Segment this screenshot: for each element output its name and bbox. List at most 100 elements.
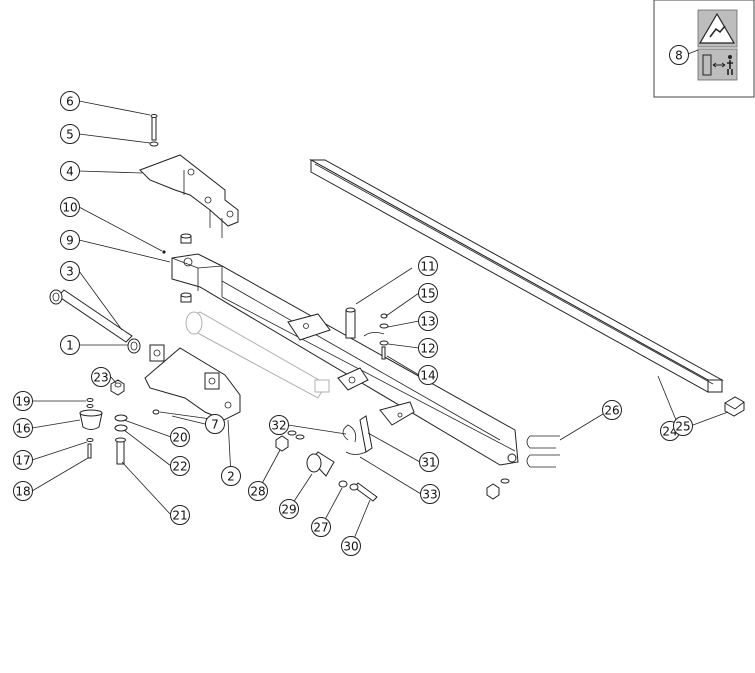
svg-text:14: 14 <box>420 369 435 383</box>
pin <box>115 437 126 465</box>
callout-11: 11 <box>418 256 438 276</box>
svg-text:20: 20 <box>172 431 187 445</box>
callout-3: 3 <box>60 261 80 281</box>
callout-2: 2 <box>221 466 241 486</box>
bolt <box>87 443 92 459</box>
pin <box>162 250 166 254</box>
grease-fitting <box>363 332 385 337</box>
washer <box>338 480 348 488</box>
hairpin-clip <box>342 424 357 443</box>
callout-6: 6 <box>60 91 80 111</box>
callout-balloons: 6 5 4 10 9 3 1 11 15 13 12 14 23 19 16 1… <box>13 91 693 556</box>
washer <box>500 478 510 484</box>
callout-17: 17 <box>13 450 33 470</box>
callout-21: 21 <box>170 505 190 525</box>
svg-text:31: 31 <box>421 456 436 470</box>
washer <box>287 430 297 436</box>
pivot-shaft <box>49 289 133 343</box>
bushing <box>127 338 141 354</box>
washer <box>379 323 389 329</box>
svg-text:8: 8 <box>675 49 683 63</box>
washer <box>379 340 389 346</box>
svg-text:6: 6 <box>66 95 74 109</box>
callout-22: 22 <box>170 456 190 476</box>
washer <box>295 434 305 440</box>
callout-14: 14 <box>418 365 438 385</box>
spring-pin <box>345 307 356 339</box>
svg-text:17: 17 <box>15 454 30 468</box>
u-bolt <box>526 435 560 468</box>
svg-text:9: 9 <box>66 234 74 248</box>
lower-bracket-plate <box>144 344 241 421</box>
nut <box>486 483 500 500</box>
hairpin-clip <box>345 451 367 455</box>
washer <box>86 404 94 408</box>
callout-18: 18 <box>13 481 33 501</box>
svg-text:26: 26 <box>604 404 619 418</box>
nut <box>152 409 160 415</box>
rubber-bumper <box>79 409 103 430</box>
callout-28: 28 <box>248 481 268 501</box>
callout-32: 32 <box>269 415 289 435</box>
square-tube <box>309 159 724 393</box>
decal-inset: 8 <box>653 0 755 98</box>
svg-text:5: 5 <box>66 128 74 142</box>
svg-text:32: 32 <box>271 419 286 433</box>
nut <box>275 435 289 452</box>
svg-text:16: 16 <box>15 422 30 436</box>
roller <box>306 451 335 477</box>
hydraulic-cylinder <box>185 311 330 399</box>
svg-text:29: 29 <box>281 503 296 517</box>
svg-text:12: 12 <box>420 342 435 356</box>
callout-33: 33 <box>420 484 440 504</box>
svg-text:4: 4 <box>66 165 74 179</box>
svg-text:1: 1 <box>66 339 74 353</box>
svg-text:30: 30 <box>343 540 358 554</box>
washer <box>114 424 128 432</box>
crush-hazard-warning-icon <box>697 9 738 48</box>
callout-25: 25 <box>673 416 693 436</box>
callout-15: 15 <box>418 283 438 303</box>
callout-30: 30 <box>341 536 361 556</box>
svg-text:7: 7 <box>211 418 219 432</box>
svg-text:23: 23 <box>93 371 108 385</box>
callout-16: 16 <box>13 418 33 438</box>
callout-13: 13 <box>418 311 438 331</box>
callout-1: 1 <box>60 335 80 355</box>
callout-26: 26 <box>602 400 622 420</box>
washer <box>114 414 128 422</box>
callout-20: 20 <box>170 427 190 447</box>
svg-text:22: 22 <box>172 460 187 474</box>
bolt <box>381 346 386 360</box>
svg-text:10: 10 <box>62 201 77 215</box>
callout-8: 8 <box>669 45 689 65</box>
svg-text:3: 3 <box>66 265 74 279</box>
nut <box>380 313 388 319</box>
top-bracket-plate <box>139 154 239 238</box>
washer <box>86 438 94 442</box>
callout-27: 27 <box>311 517 331 537</box>
keep-distance-person-icon <box>697 48 738 81</box>
callout-19: 19 <box>13 391 33 411</box>
svg-text:33: 33 <box>422 488 437 502</box>
svg-text:18: 18 <box>15 485 30 499</box>
leader-lines <box>31 100 729 547</box>
callout-9: 9 <box>60 230 80 250</box>
svg-text:27: 27 <box>313 521 328 535</box>
callout-10: 10 <box>60 197 80 217</box>
svg-text:28: 28 <box>250 485 265 499</box>
bolt <box>150 114 158 141</box>
callout-5: 5 <box>60 124 80 144</box>
washer <box>86 398 94 402</box>
svg-text:15: 15 <box>420 287 435 301</box>
callout-4: 4 <box>60 161 80 181</box>
callout-23: 23 <box>91 367 111 387</box>
callout-12: 12 <box>418 338 438 358</box>
svg-text:2: 2 <box>227 470 235 484</box>
main-arm <box>171 253 519 466</box>
bushing <box>180 292 192 303</box>
callout-7: 7 <box>205 414 225 434</box>
nut <box>110 379 125 396</box>
end-cap <box>724 396 745 417</box>
